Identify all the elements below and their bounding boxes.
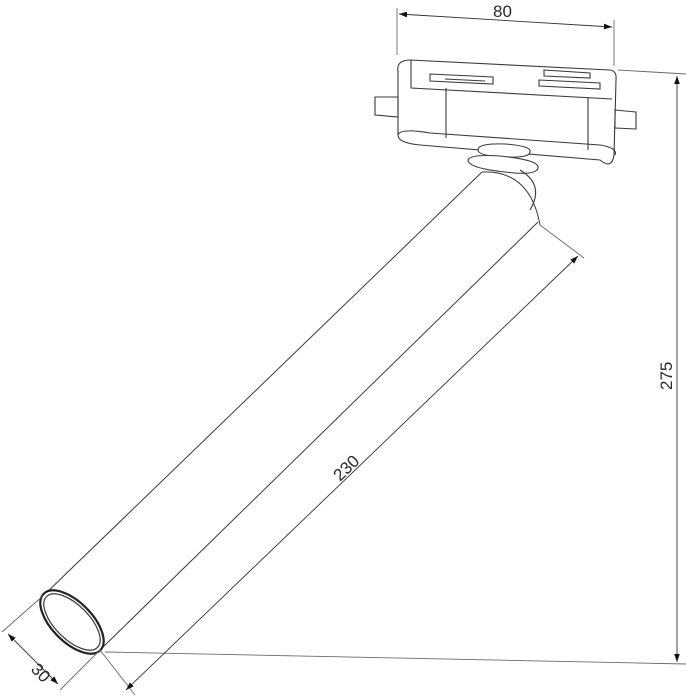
- dimension-diameter-label: 30: [27, 660, 54, 687]
- dimension-length-label: 230: [330, 451, 364, 484]
- dimension-width: [396, 8, 615, 66]
- dimension-length: [99, 224, 585, 696]
- dimension-width-label: 80: [493, 2, 512, 21]
- spotlight-tube: [39, 171, 541, 655]
- dimension-diameter: [1, 594, 101, 691]
- track-adapter: [374, 59, 637, 211]
- dimension-height-label: 275: [657, 362, 676, 390]
